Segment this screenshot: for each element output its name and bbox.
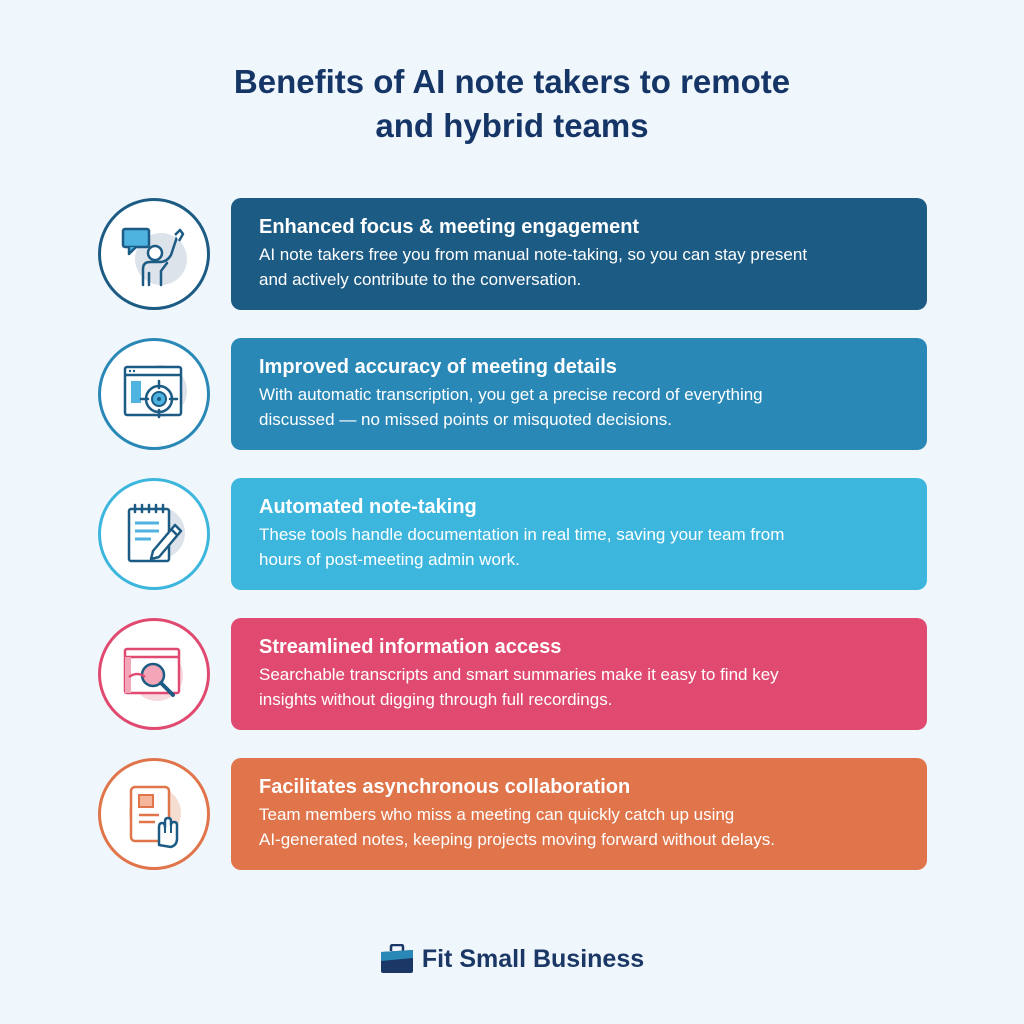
benefit-description-line: hours of post-meeting admin work.	[259, 550, 520, 569]
page-title-line-2: and hybrid teams	[375, 107, 649, 144]
benefit-icon-circle	[98, 758, 210, 870]
benefit-title: Improved accuracy of meeting details	[259, 356, 617, 378]
benefit-title: Enhanced focus & meeting engagement	[259, 216, 640, 238]
benefit-card: Enhanced focus & meeting engagement AI n…	[231, 198, 927, 310]
benefit-icon-circle	[98, 478, 210, 590]
benefit-card: Improved accuracy of meeting details Wit…	[231, 338, 927, 450]
brand-logo: Fit Small Business	[380, 944, 644, 974]
benefit-description: Searchable transcripts and smart summari…	[259, 662, 899, 712]
benefit-description-line: discussed — no missed points or misquote…	[259, 410, 672, 429]
benefit-description-line: These tools handle documentation in real…	[259, 525, 785, 544]
notepad-pencil-icon	[127, 503, 185, 563]
benefit-description-line: insights without digging through full re…	[259, 690, 613, 709]
page-title-line-1: Benefits of AI note takers to remote	[233, 63, 791, 100]
benefit-description: With automatic transcription, you get a …	[259, 382, 899, 432]
benefit-title: Streamlined information access	[259, 636, 562, 658]
page-title: Benefits of AI note takers to remote and…	[112, 60, 912, 148]
benefit-row: Streamlined information access Searchabl…	[0, 618, 1024, 730]
benefit-description: These tools handle documentation in real…	[259, 522, 899, 572]
benefit-card: Facilitates asynchronous collaboration T…	[231, 758, 927, 870]
benefit-description-line: With automatic transcription, you get a …	[259, 385, 763, 404]
benefit-description-line: Searchable transcripts and smart summari…	[259, 665, 779, 684]
footer: Fit Small Business	[0, 944, 1024, 974]
benefit-row: Automated note-taking These tools handle…	[0, 478, 1024, 590]
brand-name: Fit Small Business	[421, 944, 645, 973]
benefit-description: AI note takers free you from manual note…	[259, 242, 899, 292]
benefit-description-line: Team members who miss a meeting can quic…	[259, 805, 735, 824]
benefit-description: Team members who miss a meeting can quic…	[259, 802, 899, 852]
benefit-icon-circle	[98, 338, 210, 450]
search-browser-icon	[123, 647, 183, 701]
benefit-description-line: and actively contribute to the conversat…	[259, 270, 582, 289]
benefit-row: Enhanced focus & meeting engagement AI n…	[0, 198, 1024, 310]
benefit-icon-circle	[98, 618, 210, 730]
raised-hand-speech-icon	[121, 227, 187, 287]
benefit-card: Automated note-taking These tools handle…	[231, 478, 927, 590]
benefit-row: Facilitates asynchronous collaboration T…	[0, 758, 1024, 870]
benefit-icon-circle	[98, 198, 210, 310]
benefit-description-line: AI-generated notes, keeping projects mov…	[259, 830, 775, 849]
benefit-row: Improved accuracy of meeting details Wit…	[0, 338, 1024, 450]
benefit-title: Facilitates asynchronous collaboration	[259, 776, 631, 798]
benefit-description-line: AI note takers free you from manual note…	[259, 245, 808, 264]
target-browser-icon	[123, 365, 187, 419]
tablet-tap-icon	[129, 785, 181, 849]
benefit-card: Streamlined information access Searchabl…	[231, 618, 927, 730]
briefcase-icon	[380, 944, 413, 973]
benefit-title: Automated note-taking	[259, 496, 477, 518]
